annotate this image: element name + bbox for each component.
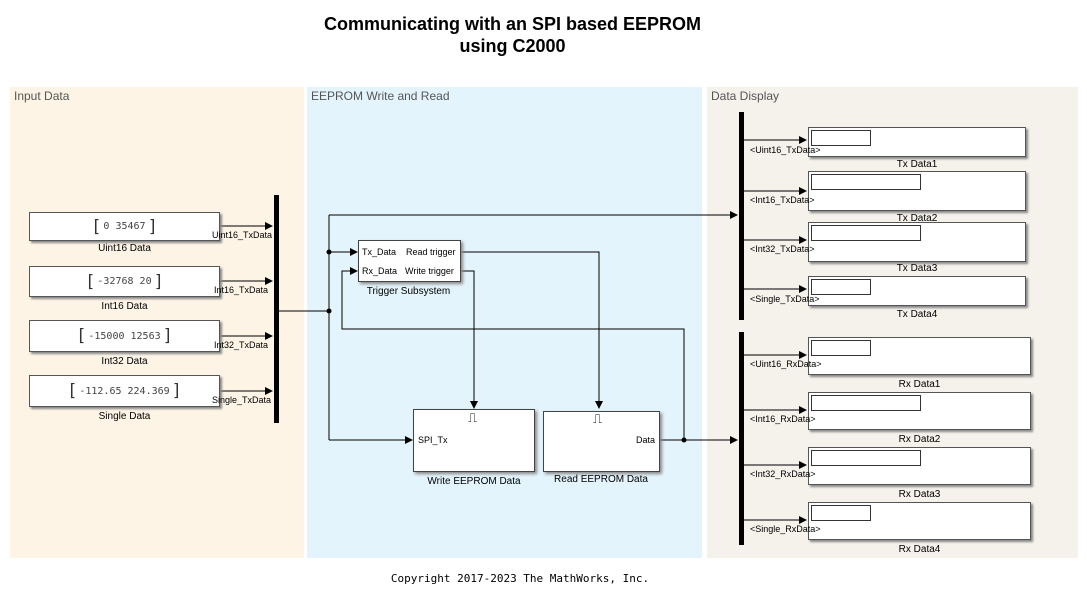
uint16-constant-label: Uint16 Data [98,243,151,254]
tx-display-4[interactable] [808,276,1026,306]
bracket-open: [ [91,216,102,237]
rx-display-1-signal: <Uint16_RxData> [750,359,822,369]
bracket-open: [ [67,381,78,401]
title-line-2: using C2000 [459,36,566,56]
rx-display-4-label: Rx Data4 [898,544,941,555]
read-trigger-symbol: ⎍ [593,411,603,426]
single-tx-signal-label: Single_TxData [212,395,272,405]
tx-display-1[interactable] [808,127,1026,157]
copyright-notice: Copyright 2017-2023 The MathWorks, Inc. [390,572,650,585]
wire-write-trigger [460,270,478,409]
tx-bus-selector[interactable] [739,112,744,320]
tx-display-4-signal: <Single_TxData> [750,294,820,304]
display-value-box [811,505,871,521]
tx-display-1-label: Tx Data1 [896,159,938,170]
write-eeprom-label: Write EEPROM Data [427,476,521,487]
display-value-box [811,174,921,190]
uint16-constant-block[interactable]: [0 35467] [29,212,220,241]
bracket-close: ] [153,271,164,292]
display-value-box [811,395,921,411]
wire-rx-feedback [341,267,685,440]
bracket-close: ] [171,381,182,401]
eeprom-area-label: EEPROM Write and Read [311,89,450,103]
wire-read-trigger [460,251,603,409]
bracket-close: ] [147,216,158,237]
tx-bus-creator[interactable] [274,195,279,423]
display-value-box [811,340,871,356]
single-constant-value: -112.65 224.369 [79,385,170,397]
read-eeprom-label: Read EEPROM Data [554,474,648,485]
single-constant-block[interactable]: [-112.65 224.369] [29,375,220,407]
rx-display-4-signal: <Single_RxData> [750,524,821,534]
int32-constant-label: Int32 Data [101,356,148,367]
read-out-port-data: Data [636,435,656,445]
input-data-area-label: Input Data [14,89,70,103]
write-eeprom-block[interactable] [413,409,535,472]
tx-display-2[interactable] [808,171,1026,211]
display-value-box [811,130,871,146]
rx-display-1-label: Rx Data1 [898,379,941,390]
tx-display-4-label: Tx Data4 [896,309,938,320]
rx-bus-selector[interactable] [739,332,744,545]
single-constant-label: Single Data [98,411,151,422]
uint16-tx-signal-label: Uint16_TxData [212,230,273,240]
read-eeprom-block[interactable] [543,411,660,472]
tx-display-2-label: Tx Data2 [896,213,938,224]
rx-display-4[interactable] [808,502,1031,540]
tx-display-3[interactable] [808,222,1026,262]
display-value-box [811,225,921,241]
branch-point-1 [326,308,332,314]
bracket-open: [ [76,326,87,346]
rx-display-3-signal: <Int32_RxData> [750,469,816,479]
display-value-box [811,450,921,466]
branch-point-2 [326,249,332,255]
tx-display-3-signal: <Int32_TxData> [750,244,815,254]
rx-display-2-label: Rx Data2 [898,434,941,445]
uint16-constant-value: 0 35467 [103,221,146,232]
int32-constant-value: -15000 12563 [88,330,161,342]
trigger-subsystem-block[interactable] [358,240,461,282]
trigger-out-port-write: Write trigger [405,266,454,276]
trigger-subsystem-label: Trigger Subsystem [366,286,451,297]
trigger-out-port-read: Read trigger [406,247,456,257]
bracket-close: ] [162,326,173,346]
int32-constant-block[interactable]: [-15000 12563] [29,320,220,352]
int16-tx-signal-label: Int16_TxData [214,285,269,295]
bracket-open: [ [85,271,96,292]
diagram-title: Communicating with an SPI based EEPROM u… [0,13,1025,57]
int16-constant-label: Int16 Data [101,301,148,312]
trigger-in-port-rx-data: Rx_Data [362,266,398,276]
rx-display-2-signal: <Int16_RxData> [750,414,816,424]
int16-constant-value: -32768 20 [97,276,152,287]
write-trigger-symbol: ⎍ [468,410,478,425]
tx-display-3-label: Tx Data3 [896,263,938,274]
tx-display-2-signal: <Int16_TxData> [750,195,815,205]
int32-tx-signal-label: Int32_TxData [214,340,269,350]
branch-point-3 [681,437,687,443]
rx-display-1[interactable] [808,337,1031,375]
rx-display-3-label: Rx Data3 [898,489,941,500]
tx-display-1-signal: <Uint16_TxData> [750,145,821,155]
data-display-area-label: Data Display [711,89,780,103]
int16-constant-block[interactable]: [-32768 20] [29,266,220,297]
rx-display-2[interactable] [808,392,1031,430]
write-in-port-spi-tx: SPI_Tx [418,435,448,445]
title-line-1: Communicating with an SPI based EEPROM [323,14,702,34]
rx-display-3[interactable] [808,447,1031,485]
eeprom-area[interactable] [307,87,702,558]
trigger-in-port-tx-data: Tx_Data [362,247,397,257]
display-value-box [811,279,871,295]
